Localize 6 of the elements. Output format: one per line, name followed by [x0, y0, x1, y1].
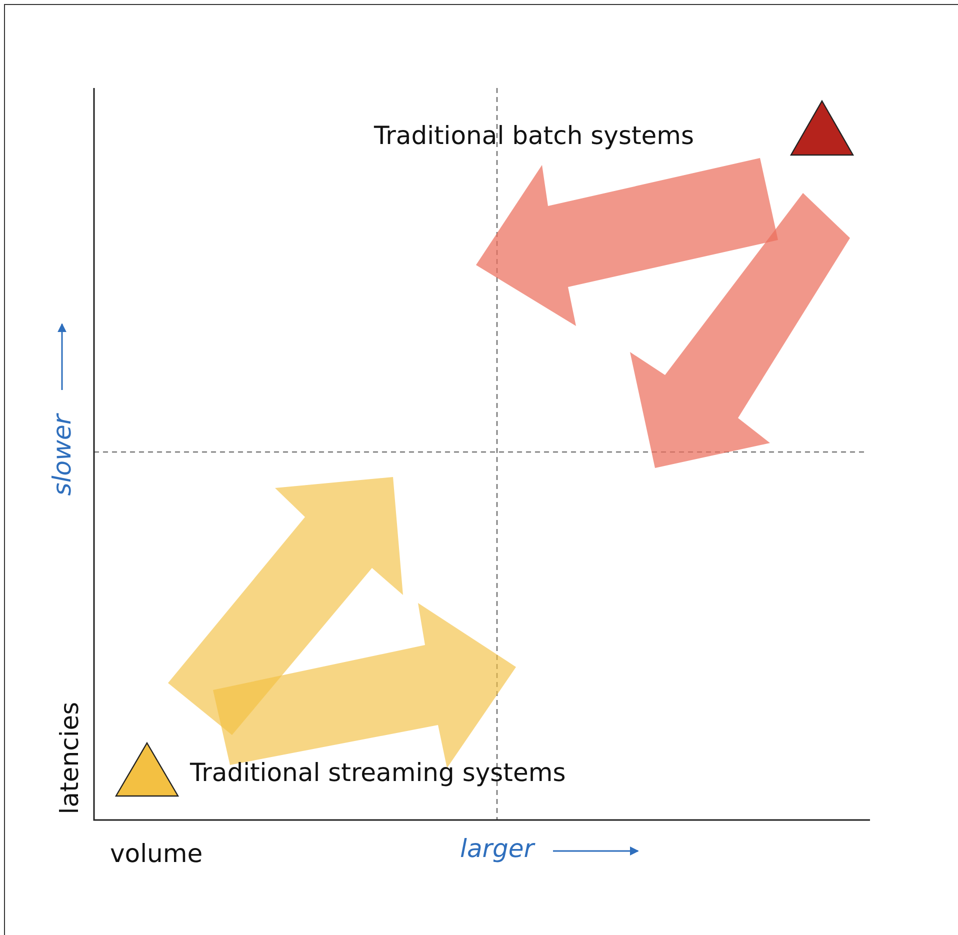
axis-label: larger — [460, 834, 534, 864]
axis-label: slower — [47, 414, 78, 496]
system-label: Traditional batch systems — [374, 121, 694, 151]
axis-label: volume — [110, 839, 203, 869]
axis-label: latencies — [55, 702, 86, 814]
system-label: Traditional streaming systems — [190, 758, 566, 788]
